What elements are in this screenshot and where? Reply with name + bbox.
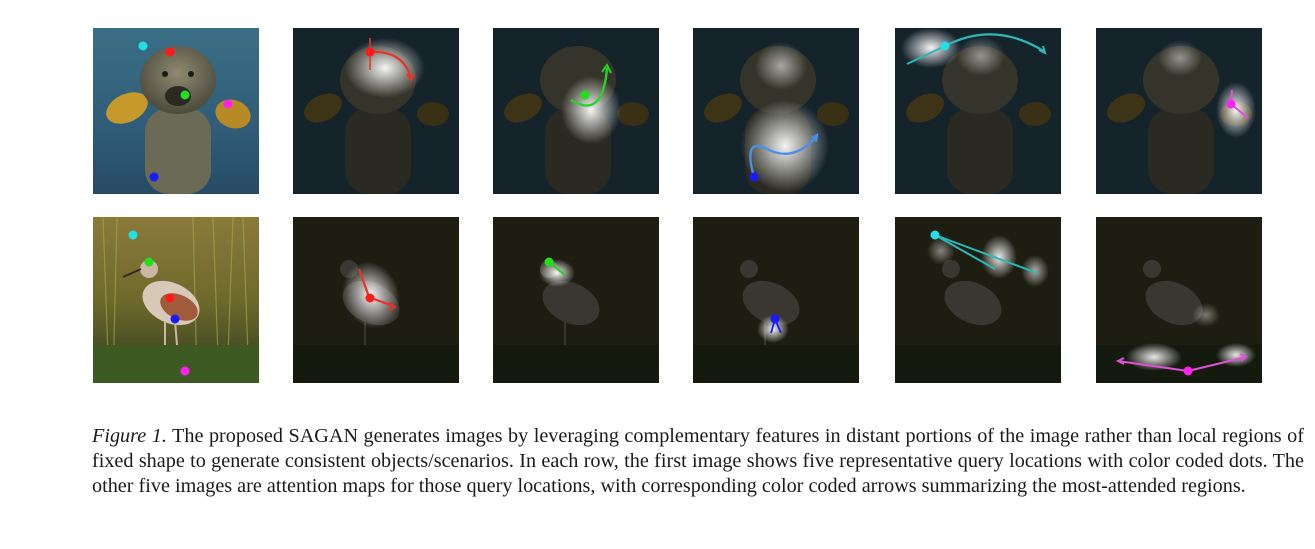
bird-attention-cyan [895,217,1061,383]
dog-attention-green [493,28,659,194]
bird-attention-green [493,217,659,383]
cyan-query-dot [138,41,148,51]
dog-attention-blue [693,28,859,194]
magenta-query-dot [223,99,233,109]
figure-1 [93,28,1262,383]
dog-attention-cyan [895,28,1061,194]
green-query-dot [180,90,190,100]
red-query-dot [165,293,175,303]
magenta-query-dot [180,366,190,376]
bird-query-image [93,217,259,383]
figure-label: Figure 1. [92,425,167,447]
figure-caption: Figure 1. The proposed SAGAN generates i… [92,424,1304,499]
dog-query-image [93,28,259,194]
dog-attention-red [293,28,459,194]
blue-query-dot [149,172,159,182]
bird-attention-red [293,217,459,383]
cyan-query-dot [128,230,138,240]
blue-query-dot [170,314,180,324]
bird-attention-magenta [1096,217,1262,383]
dog-attention-magenta [1096,28,1262,194]
red-query-dot [165,47,175,57]
bird-attention-blue [693,217,859,383]
green-query-dot [144,257,154,267]
caption-text: The proposed SAGAN generates images by l… [92,425,1305,497]
